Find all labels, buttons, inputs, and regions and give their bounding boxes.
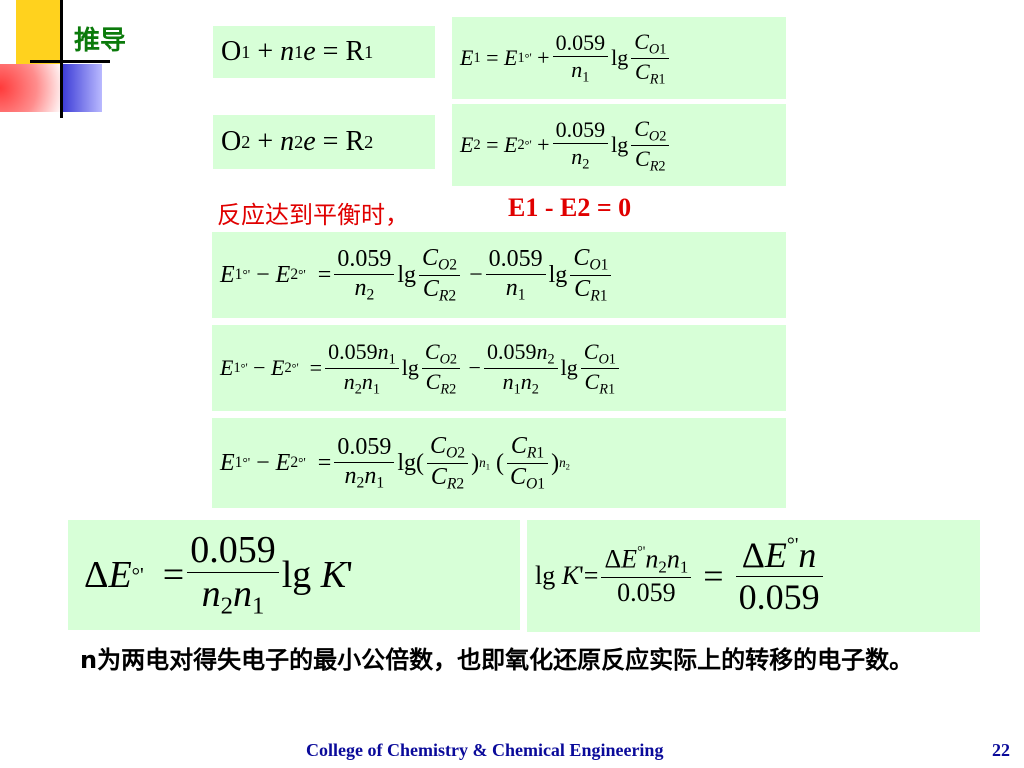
footer-school: College of Chemistry & Chemical Engineer… bbox=[306, 740, 664, 760]
equilibrium-condition: E1 - E2 = 0 bbox=[508, 193, 632, 222]
equilibrium-text: 反应达到平衡时， bbox=[217, 201, 409, 229]
slide-title: 推导 bbox=[74, 26, 127, 56]
decor-horizontal-line bbox=[30, 60, 110, 63]
decor-yellow-block bbox=[16, 0, 62, 64]
decor-blue-block bbox=[62, 64, 102, 112]
decor-red-block bbox=[0, 64, 62, 112]
page-number: 22 bbox=[992, 740, 1010, 760]
decor-vertical-line bbox=[60, 0, 63, 118]
explanation-note: n为两电对得失电子的最小公倍数，也即氧化还原反应实际上的转移的电子数。 bbox=[80, 646, 914, 674]
